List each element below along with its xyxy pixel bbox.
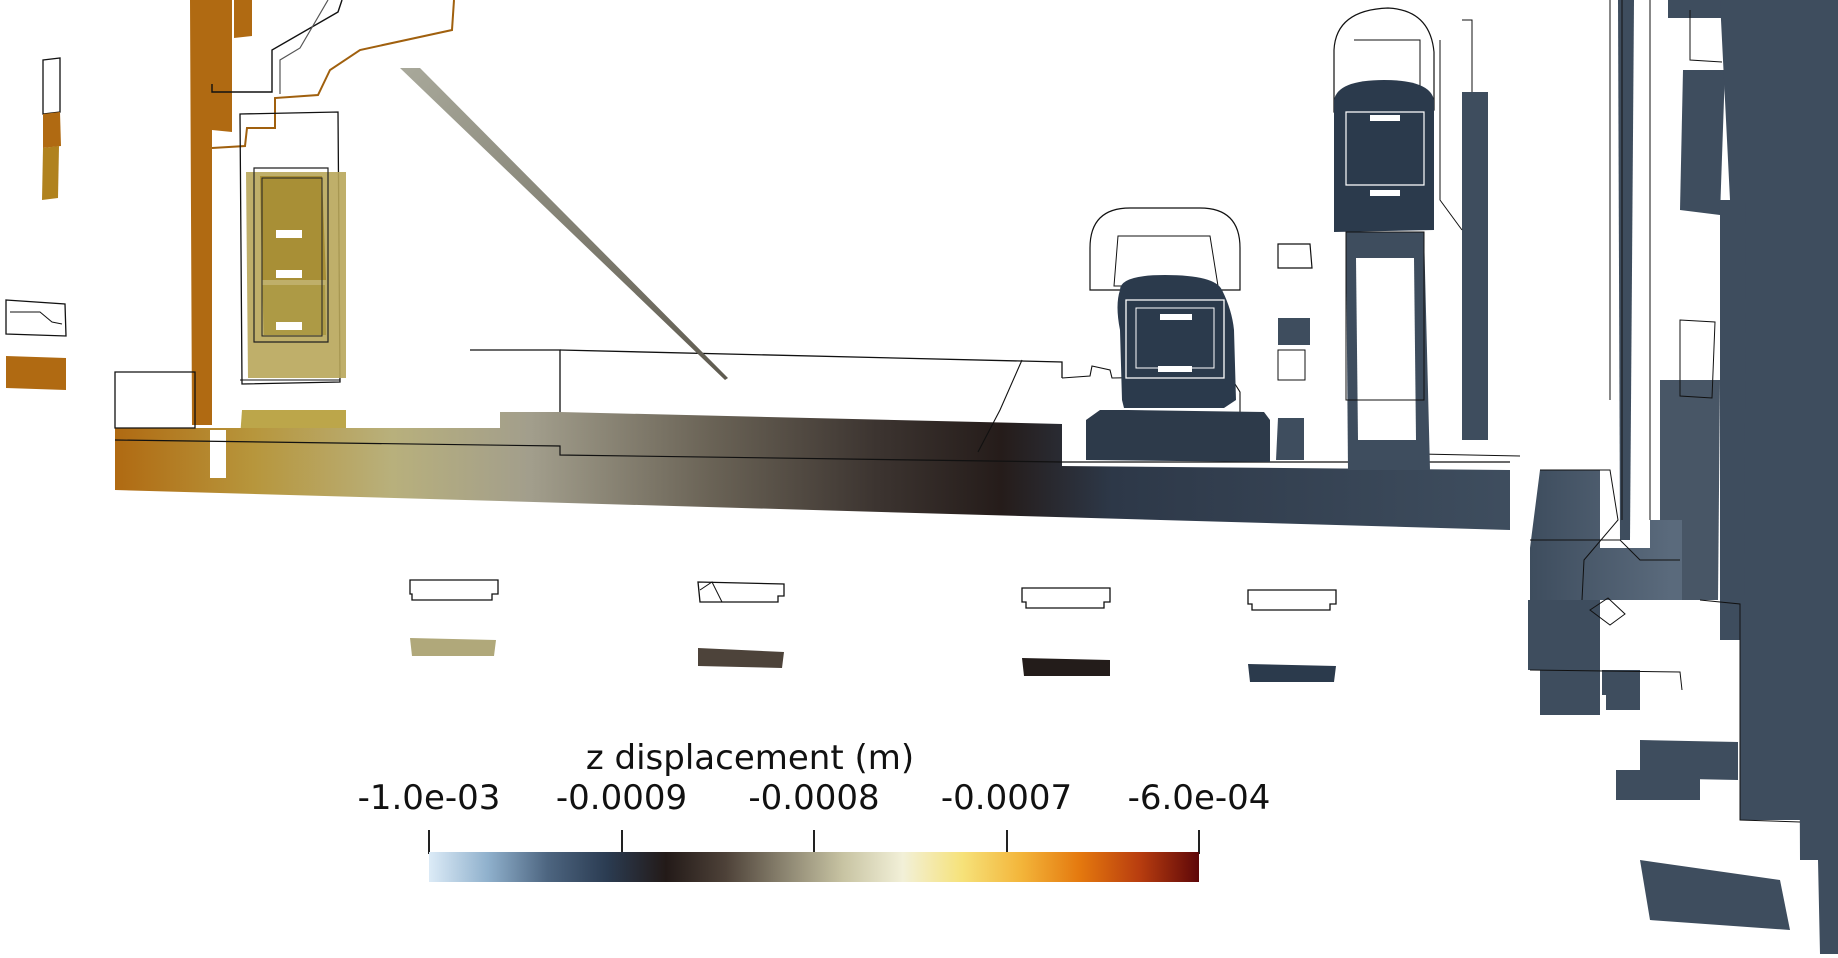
colorbar-tick-label: -0.0009 [555, 778, 688, 818]
colorbar-tick-mark [1005, 830, 1008, 854]
top-cables [211, 0, 455, 149]
colorbar-tick-mark [428, 830, 430, 854]
colorbar-tick-label: -0.0007 [940, 778, 1073, 818]
colorbar-tick-mark [813, 830, 815, 854]
left-orange-pillar [190, 0, 252, 425]
left-vehicle [239, 111, 346, 438]
right-lower-blocks [1528, 469, 1801, 823]
colorbar-title: z displacement (m) [585, 738, 915, 778]
left-small-parts [5, 57, 67, 390]
colorbar-tick-label: -6.0e-04 [1127, 778, 1271, 818]
bottom-ties [409, 579, 1337, 682]
main-structural-band [114, 349, 1521, 530]
colorbar-tick-mark [1198, 830, 1200, 854]
colorbar-tick-label: -0.0008 [748, 778, 880, 818]
middle-vehicle [1086, 207, 1313, 462]
right-vehicle [1333, 7, 1488, 470]
diagonal-strut [400, 68, 728, 380]
colorbar-tick-label: -1.0e-03 [357, 778, 501, 818]
right-tall-structure [1609, 0, 1838, 954]
colorbar-tick-mark [620, 830, 623, 854]
colorbar-gradient [429, 852, 1199, 882]
